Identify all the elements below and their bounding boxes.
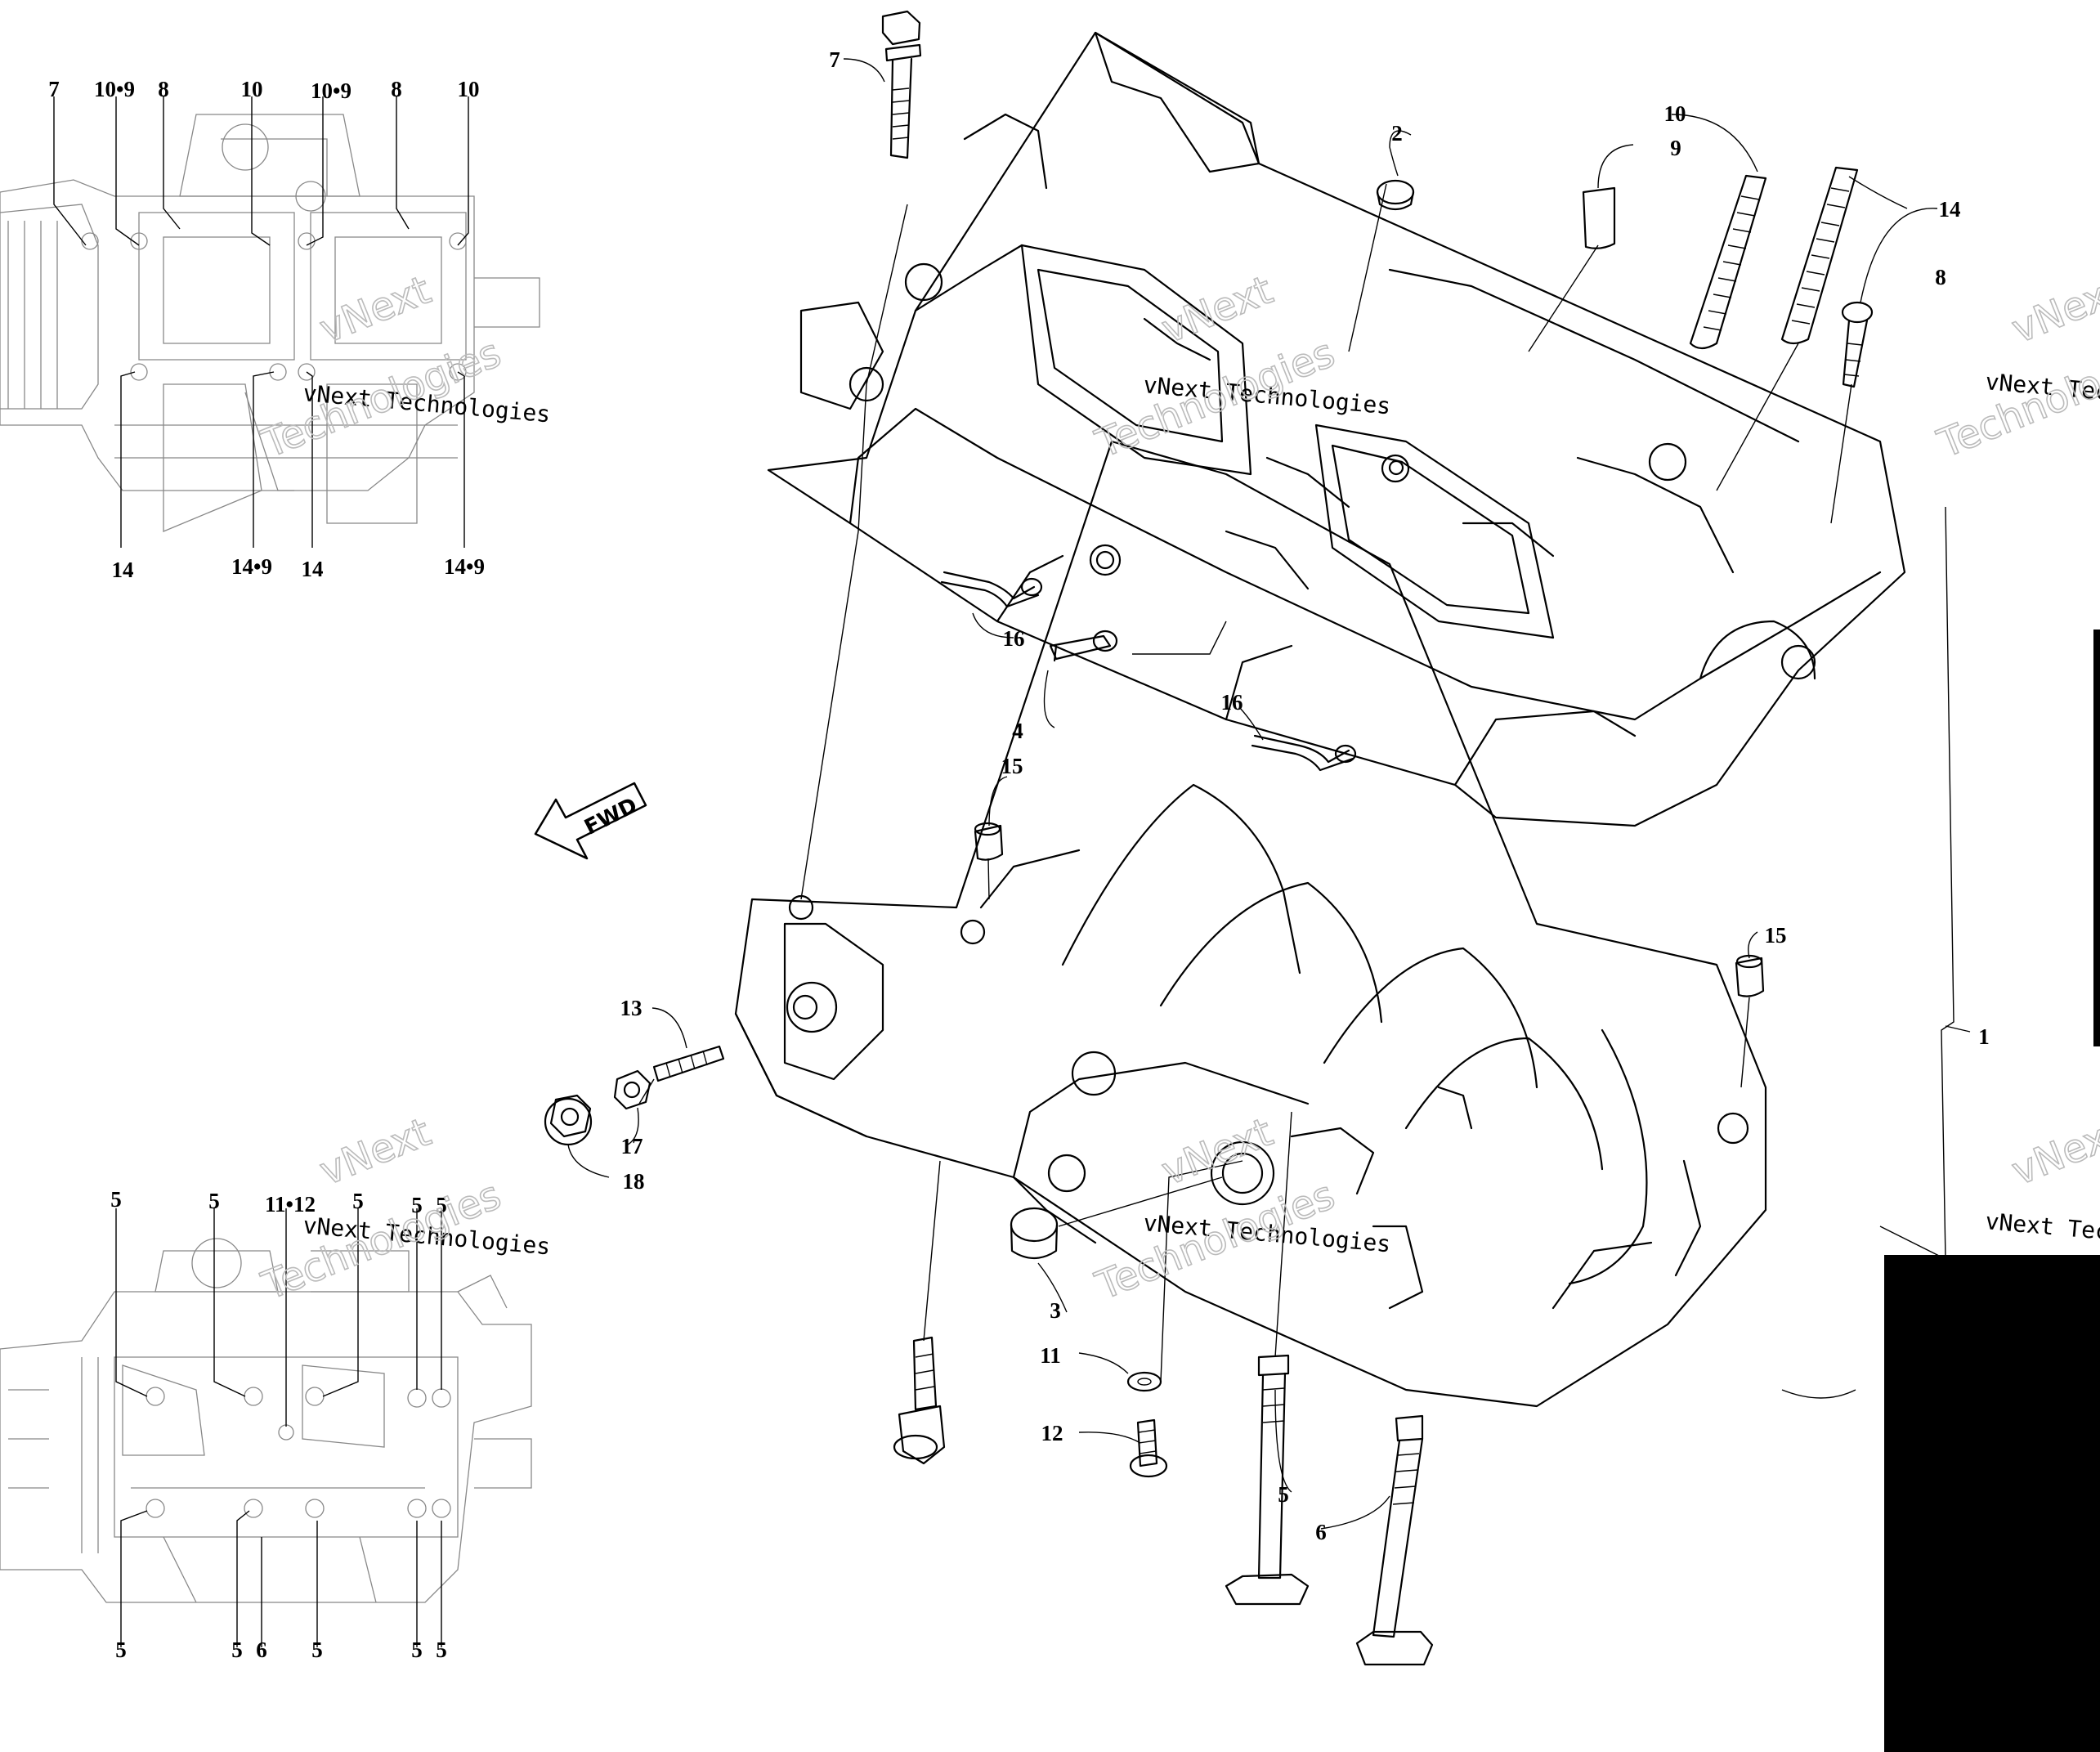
- watermark-outline-1: vNext: [2006, 267, 2100, 352]
- callout-12: 12: [1041, 1421, 1063, 1445]
- callout-18: 18: [623, 1169, 645, 1194]
- callout-7: 7: [829, 47, 840, 72]
- upper-engine-inset: 7 10•9 8 10 10•9 8 10 14 14•9 14 14•9 vN…: [0, 77, 552, 582]
- fwd-arrow-icon: FWD: [534, 782, 647, 860]
- inset-label: 5: [231, 1638, 243, 1662]
- watermark-outline-2: Technologies: [1932, 330, 2100, 468]
- inset-label: 8: [391, 77, 402, 101]
- inset-label: 14: [302, 557, 324, 581]
- sensor-part: [893, 1336, 946, 1465]
- upper-inset-leaders: [53, 96, 469, 548]
- upper-inset-top-labels: 7 10•9 8 10 10•9 8 10: [48, 77, 479, 103]
- long-bolt-5: [1225, 1354, 1310, 1606]
- inset-label: 14•9: [231, 554, 272, 579]
- upper-inset-drawing: [0, 114, 540, 532]
- inset-label: 10: [458, 77, 480, 101]
- dowel-15a: [974, 822, 1004, 861]
- inset-label: 5: [311, 1638, 323, 1662]
- lower-engine-inset: 5 5 11•12 5 5 5 5 5 6 5 5 5 vNext Techno…: [0, 1109, 552, 1662]
- sleeve-9: [1582, 186, 1616, 249]
- main-watermarks: vNext Technologies vNext Technologies vN…: [1089, 267, 2100, 1310]
- inset-label: 5: [208, 1189, 220, 1213]
- bolt-12: [1129, 1418, 1168, 1478]
- watermark-outline-1: vNext: [314, 267, 437, 352]
- fitting-4: [1049, 630, 1118, 662]
- watermark-text: vNext Technologies: [1984, 1208, 2100, 1256]
- inset-label: 5: [411, 1638, 423, 1662]
- callout-16a: 16: [1003, 626, 1025, 651]
- hose-16b: [1251, 734, 1357, 772]
- inset-label: 6: [256, 1638, 267, 1662]
- callout-leaders: [567, 58, 1971, 1530]
- inset-label: 14: [112, 558, 134, 582]
- watermark-outline-1: vNext: [2006, 1109, 2100, 1194]
- callout-13: 13: [620, 996, 643, 1020]
- inset-label: 5: [411, 1193, 423, 1217]
- upper-crankcase: [767, 31, 1906, 827]
- callout-8: 8: [1935, 265, 1946, 289]
- edge-bar: [2093, 630, 2100, 1046]
- stud-14: [1780, 166, 1859, 345]
- watermark-outline-1: vNext: [314, 1109, 437, 1194]
- upper-inset-bottom-labels: 14 14•9 14 14•9: [112, 554, 485, 582]
- bolt-7: [881, 10, 922, 159]
- inset-label: 8: [158, 77, 169, 101]
- dowel-15b: [1735, 954, 1765, 997]
- inset-label: 5: [436, 1638, 447, 1662]
- callout-1: 1: [1978, 1024, 1990, 1049]
- stud-13: [652, 1045, 725, 1082]
- callout-14: 14: [1939, 197, 1961, 222]
- edge-block: [1884, 1255, 2100, 1752]
- callout-9: 9: [1670, 136, 1681, 160]
- inset-label: 14•9: [444, 554, 485, 579]
- washer-11: [1126, 1371, 1162, 1392]
- inset-label: 11•12: [265, 1192, 316, 1217]
- callout-2: 2: [1391, 121, 1403, 146]
- inset-label: 5: [115, 1638, 127, 1662]
- callout-10: 10: [1664, 101, 1686, 126]
- callout-15a: 15: [1001, 754, 1023, 778]
- nut-17: [613, 1069, 651, 1110]
- cropped-edge-blocks: [1884, 630, 2100, 1752]
- callout-labels: 7 2 10 9 14 8 16 4 16 15 15 13 17 18 1 3…: [620, 47, 1990, 1544]
- stud-10: [1689, 174, 1767, 350]
- inset-label: 5: [436, 1193, 447, 1217]
- hose-16a: [940, 571, 1043, 608]
- lower-crankcase: [734, 440, 1767, 1408]
- callout-16b: 16: [1221, 690, 1243, 715]
- flange-nut-18: [544, 1094, 593, 1146]
- lower-inset-top-labels: 5 5 11•12 5 5 5: [110, 1187, 447, 1217]
- callout-5: 5: [1278, 1482, 1289, 1507]
- lower-inset-bottom-labels: 5 5 6 5 5 5: [115, 1638, 447, 1662]
- inset-label: 10•9: [311, 78, 351, 103]
- lower-inset-drawing: [0, 1238, 532, 1603]
- callout-15b: 15: [1765, 923, 1787, 948]
- callout-4: 4: [1012, 719, 1023, 743]
- inset-label: 5: [110, 1187, 122, 1212]
- watermark-outline-1: vNext: [1156, 267, 1279, 352]
- dowel-2: [1376, 179, 1415, 211]
- callout-3: 3: [1050, 1298, 1061, 1323]
- callout-6: 6: [1315, 1520, 1327, 1544]
- inset-label: 10: [241, 77, 263, 101]
- inset-label: 7: [48, 77, 60, 101]
- lower-inset-leaders: [115, 1208, 442, 1647]
- callout-17: 17: [621, 1134, 643, 1158]
- inset-label: 10•9: [94, 77, 135, 101]
- bolt-8: [1841, 301, 1874, 388]
- long-bolt-6: [1355, 1414, 1434, 1666]
- inset-label: 5: [352, 1189, 364, 1213]
- callout-11: 11: [1040, 1343, 1061, 1368]
- dowel-3: [1010, 1207, 1059, 1260]
